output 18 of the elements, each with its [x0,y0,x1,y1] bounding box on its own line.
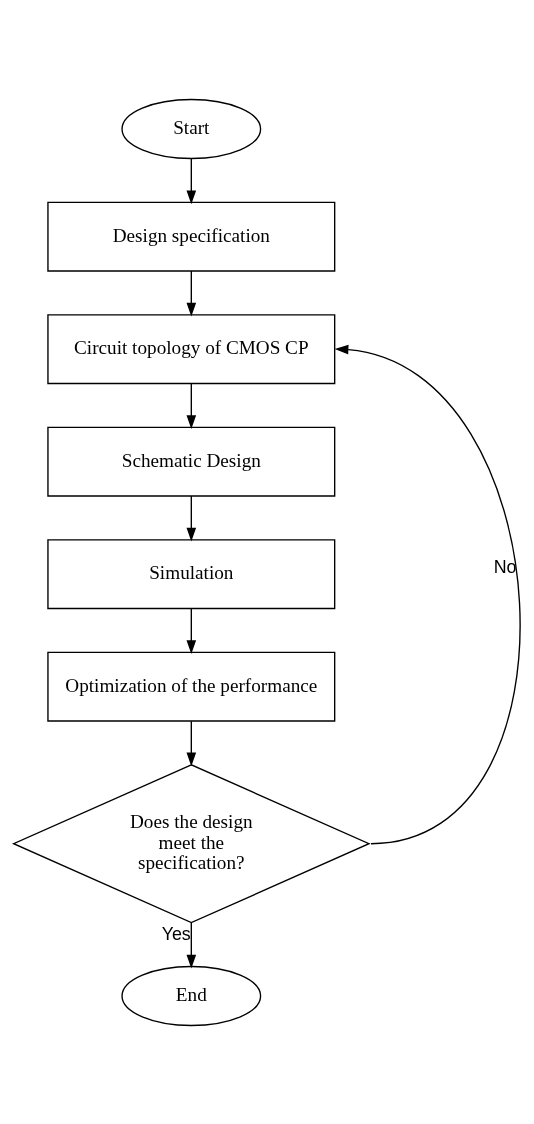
arrow [186,157,197,204]
node-ellipse: Start [121,98,262,159]
node-box: Optimization of the performance [47,651,336,722]
edge-label: Yes [161,923,191,944]
arrow [186,607,197,654]
arrow [186,269,197,317]
arrow [334,344,521,844]
node-ellipse: End [121,965,262,1026]
node-box: Circuit topology of CMOS CP [47,313,336,384]
arrow [186,719,197,766]
arrow [186,382,197,429]
edge-label: No [493,556,517,577]
arrow [186,494,197,542]
arrow [186,921,197,969]
node-box: Schematic Design [47,426,336,497]
node-box: Design specification [47,201,336,272]
node-diamond: Does the design meet the specification? [11,763,371,923]
node-box: Simulation [47,538,336,609]
